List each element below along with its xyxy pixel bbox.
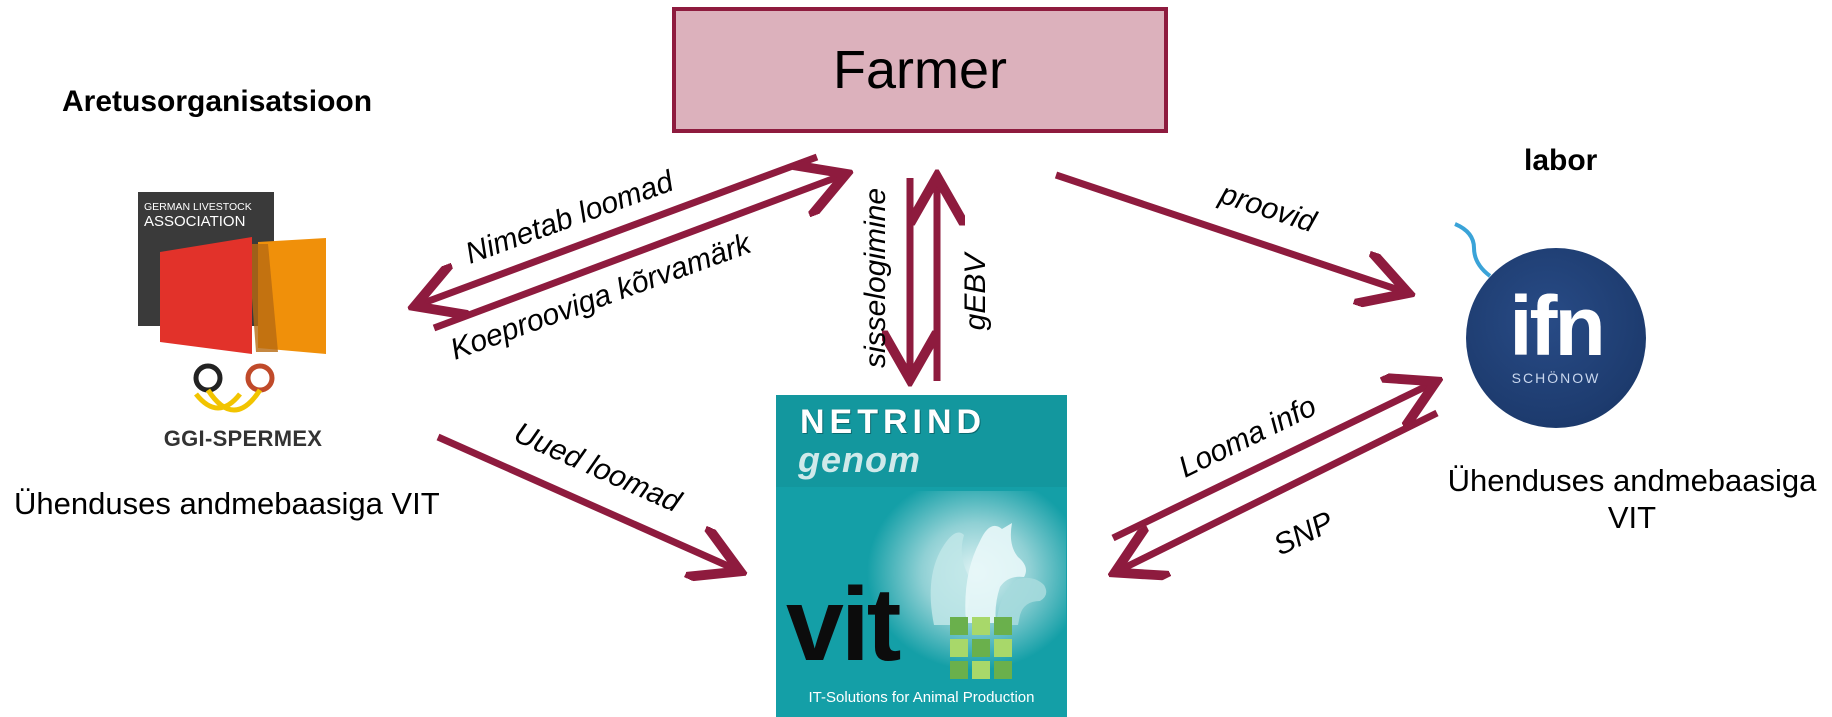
- edge-label-gebv: gEBV: [959, 251, 992, 331]
- arrow-aretus-to-vit: [436, 433, 737, 570]
- labor-caption: Ühenduses andmebaasiga VIT: [1447, 463, 1817, 535]
- ggi-spermex-logo: GERMAN LIVESTOCK ASSOCIATION GGI-SPERMEX: [138, 192, 340, 454]
- aretus-heading: Aretusorganisatsioon: [62, 85, 373, 118]
- gla-logo-red-panel: [160, 237, 252, 354]
- farmer-node: Farmer: [672, 7, 1168, 133]
- ifn-logo-circle: [1466, 248, 1646, 428]
- gla-logo-shapes: [160, 237, 326, 354]
- gla-logo-text: GERMAN LIVESTOCK ASSOCIATION: [144, 200, 272, 230]
- gla-logo-dark-fold: [248, 244, 278, 352]
- ifn-logo-sub: SCHÖNOW: [1511, 370, 1601, 386]
- aretus-caption: Ühenduses andmebaasiga VIT: [14, 486, 440, 521]
- edge-label-uued: Uued loomad: [509, 416, 687, 519]
- arrow-farmer-to-aretus: [418, 153, 819, 305]
- netrind-subtitle: genom: [798, 439, 922, 480]
- ifn-logo-word: ifn: [1509, 279, 1606, 373]
- vit-grid-icon: [950, 617, 1012, 679]
- arrow-vit-to-labor: [1111, 383, 1433, 542]
- netrind-vit-logo: NETRIND genom vit IT-Solutions for Anima…: [776, 395, 1067, 717]
- animal-heads-icon: [930, 523, 1047, 625]
- arrow-labor-to-vit: [1118, 409, 1439, 571]
- netrind-title: NETRIND: [800, 403, 987, 441]
- ggi-rings-icon: [193, 363, 275, 413]
- ifn-schoenow-logo: ifn SCHÖNOW: [1450, 218, 1660, 428]
- gla-logo-line1: GERMAN LIVESTOCK: [144, 201, 252, 213]
- edge-label-snp: SNP: [1269, 506, 1339, 563]
- ggi-spermex-name: GGI-SPERMEX: [163, 426, 323, 451]
- vit-tagline: IT-Solutions for Animal Production: [808, 689, 1035, 706]
- labor-heading: labor: [1524, 144, 1598, 177]
- arrow-aretus-to-farmer: [432, 175, 843, 332]
- netrind-band: [776, 395, 1067, 487]
- arrow-farmer-to-labor: [1054, 171, 1405, 292]
- gla-logo-line2: ASSOCIATION: [144, 213, 246, 230]
- farmer-label: Farmer: [833, 40, 1007, 100]
- vit-word: vit: [786, 567, 901, 683]
- edge-label-sisselogimine: sisselogimine: [859, 188, 892, 368]
